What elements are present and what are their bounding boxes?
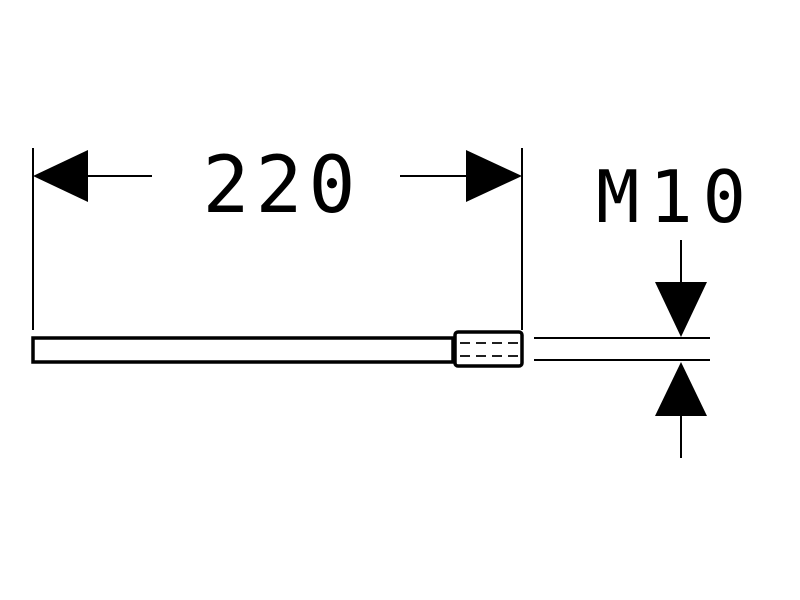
- right-dimension-arrow: [466, 150, 522, 202]
- diameter-arrow-up: [655, 362, 707, 416]
- thread-size-label: M10: [596, 155, 756, 239]
- length-dimension-label: 220: [203, 141, 362, 231]
- left-dimension-arrow: [33, 150, 88, 202]
- threaded-end: [453, 330, 524, 368]
- diameter-arrow-down: [655, 282, 707, 337]
- rod-body: [31, 336, 455, 364]
